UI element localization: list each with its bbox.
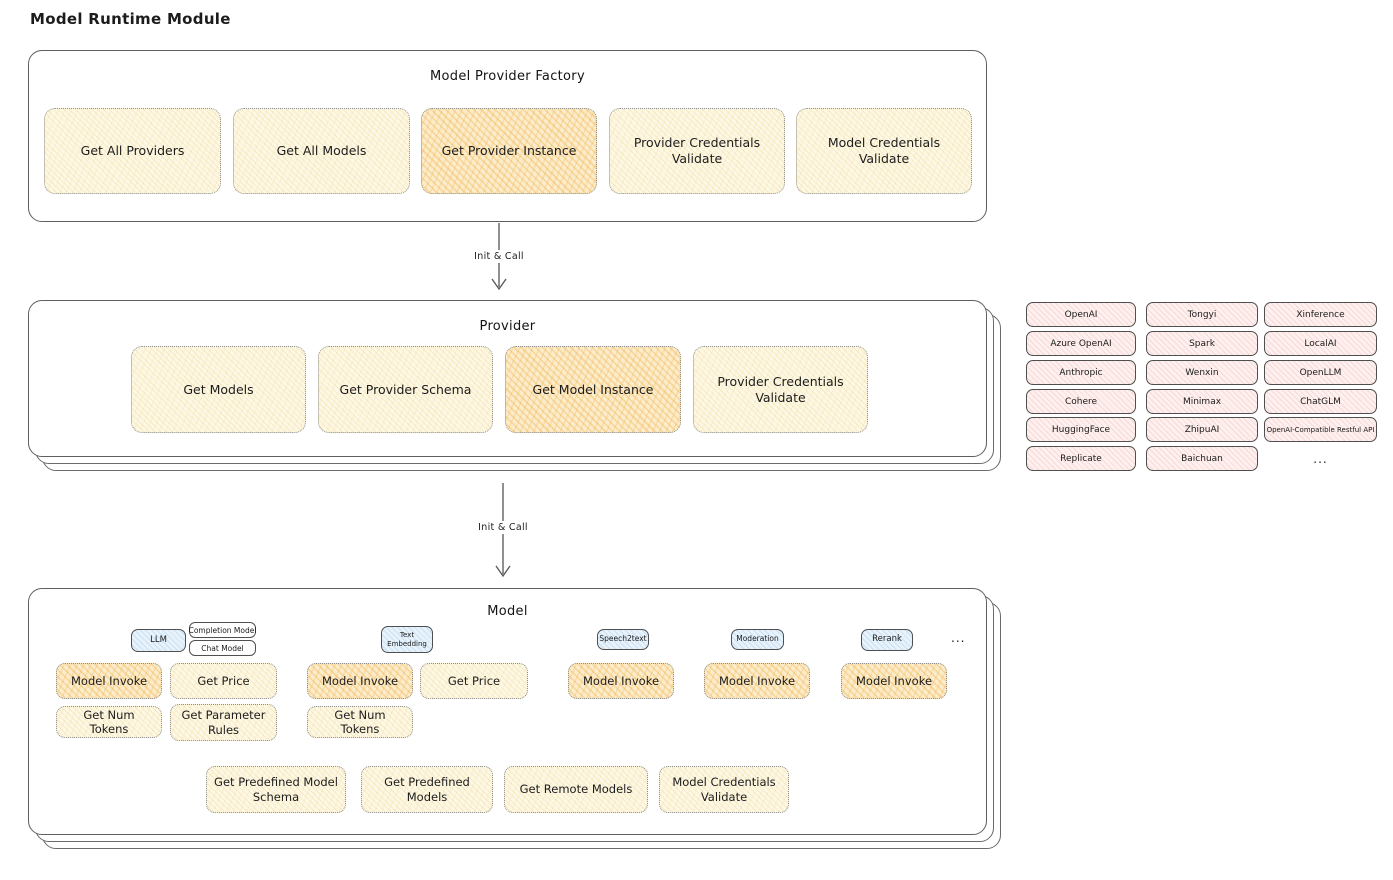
node-embedding-get-price: Get Price xyxy=(420,663,528,699)
node-speech2text-model-invoke: Model Invoke xyxy=(568,663,674,699)
node-llm-get-parameter-rules: Get Parameter Rules xyxy=(170,704,277,741)
tab-completion-model: Completion Model xyxy=(189,622,256,638)
node-provider-credentials-validate-2: Provider Credentials Validate xyxy=(693,346,868,433)
node-moderation-model-invoke: Model Invoke xyxy=(704,663,810,699)
chip-localai: LocalAI xyxy=(1264,331,1377,356)
node-embedding-model-invoke: Model Invoke xyxy=(307,663,413,699)
chip-anthropic: Anthropic xyxy=(1026,360,1136,385)
factory-title: Model Provider Factory xyxy=(430,69,585,84)
tab-text-embedding: Text Embedding xyxy=(381,626,433,653)
chip-tongyi: Tongyi xyxy=(1146,302,1258,327)
chip-minimax: Minimax xyxy=(1146,389,1258,414)
arrow-label-init-call-2: Init & Call xyxy=(473,521,533,534)
node-get-model-instance: Get Model Instance xyxy=(505,346,681,433)
node-get-remote-models: Get Remote Models xyxy=(504,766,648,813)
model-title: Model xyxy=(487,604,528,619)
tab-rerank: Rerank xyxy=(861,629,913,651)
tab-llm: LLM xyxy=(131,629,186,652)
model-box: Model LLM Completion Model Chat Model Te… xyxy=(28,588,987,835)
chip-wenxin: Wenxin xyxy=(1146,360,1258,385)
chip-xinference: Xinference xyxy=(1264,302,1377,327)
node-provider-credentials-validate: Provider Credentials Validate xyxy=(609,108,785,194)
node-get-models: Get Models xyxy=(131,346,306,433)
page-title: Model Runtime Module xyxy=(30,10,231,28)
node-get-predefined-model-schema: Get Predefined Model Schema xyxy=(206,766,346,813)
tabs-more-ellipsis: ... xyxy=(951,631,966,645)
node-get-provider-instance: Get Provider Instance xyxy=(421,108,597,194)
chip-more-ellipsis: ... xyxy=(1313,451,1328,466)
tab-speech2text: Speech2text xyxy=(597,629,649,650)
node-get-all-providers: Get All Providers xyxy=(44,108,221,194)
chip-baichuan: Baichuan xyxy=(1146,446,1258,471)
node-embedding-get-num-tokens: Get Num Tokens xyxy=(307,706,413,738)
node-llm-get-price: Get Price xyxy=(170,663,277,699)
factory-box: Model Provider Factory Get All Providers… xyxy=(28,50,987,222)
node-model-credentials-validate: Model Credentials Validate xyxy=(796,108,972,194)
node-llm-get-num-tokens: Get Num Tokens xyxy=(56,706,162,738)
chip-spark: Spark xyxy=(1146,331,1258,356)
tab-chat-model: Chat Model xyxy=(189,640,256,656)
chip-zhipuai: ZhipuAI xyxy=(1146,417,1258,442)
chip-chatglm: ChatGLM xyxy=(1264,389,1377,414)
chip-azure-openai: Azure OpenAI xyxy=(1026,331,1136,356)
node-rerank-model-invoke: Model Invoke xyxy=(841,663,947,699)
arrow-label-init-call-1: Init & Call xyxy=(469,250,529,263)
node-get-predefined-models: Get Predefined Models xyxy=(361,766,493,813)
node-get-provider-schema: Get Provider Schema xyxy=(318,346,493,433)
chip-openai: OpenAI xyxy=(1026,302,1136,327)
provider-box: Provider Get Models Get Provider Schema … xyxy=(28,300,987,457)
provider-title: Provider xyxy=(479,319,536,334)
chip-replicate: Replicate xyxy=(1026,446,1136,471)
chip-openai-compatible-restful-api: OpenAI-Compatible Restful API xyxy=(1264,417,1377,442)
tab-moderation: Moderation xyxy=(731,629,784,650)
node-model-credentials-validate-2: Model Credentials Validate xyxy=(659,766,789,813)
chip-cohere: Cohere xyxy=(1026,389,1136,414)
chip-openllm: OpenLLM xyxy=(1264,360,1377,385)
node-llm-model-invoke: Model Invoke xyxy=(56,663,162,699)
chip-huggingface: HuggingFace xyxy=(1026,417,1136,442)
node-get-all-models: Get All Models xyxy=(233,108,410,194)
